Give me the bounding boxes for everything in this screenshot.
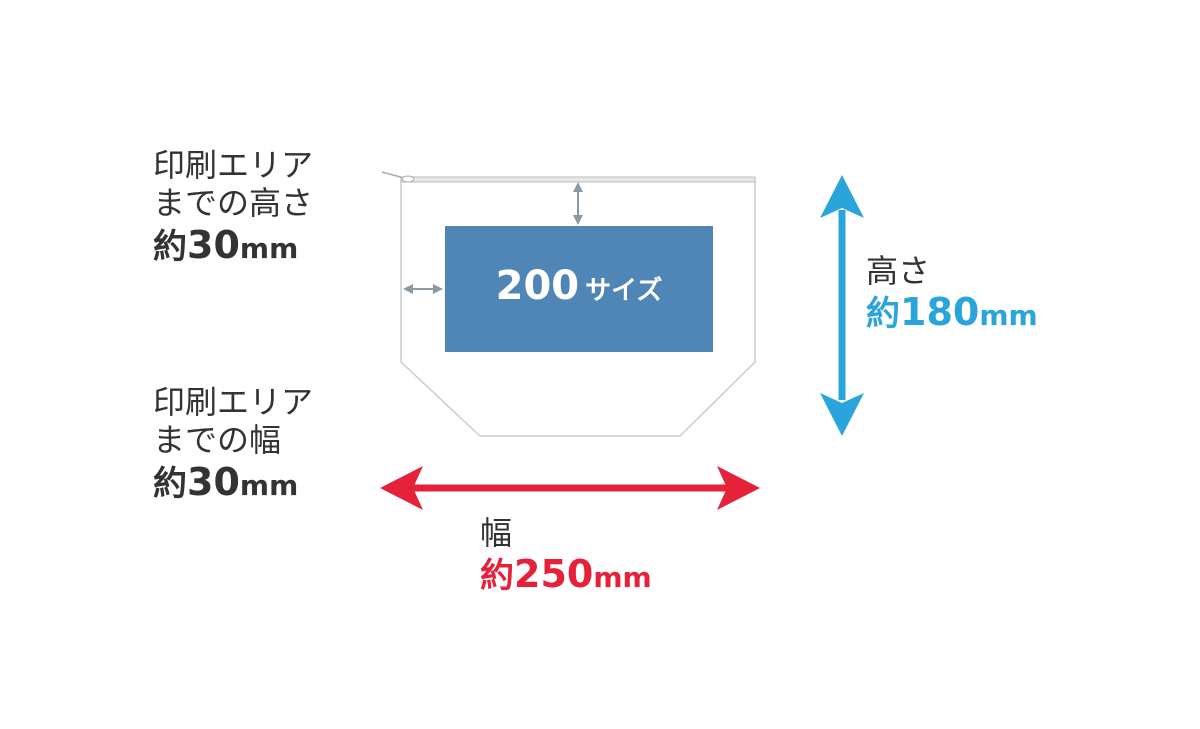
width-arrow: [380, 466, 760, 510]
side-margin-number: 30: [187, 459, 240, 504]
side-margin-value: 約30mm: [153, 460, 313, 506]
side-margin-prefix: 約: [153, 463, 187, 504]
height-title: 高さ: [866, 252, 931, 290]
top-margin-unit: mm: [239, 231, 299, 265]
side-margin-arrow: [403, 284, 443, 294]
print-area-size-suffix: サイズ: [585, 276, 663, 306]
height-number: 180: [900, 290, 980, 335]
width-unit: mm: [593, 561, 652, 595]
width-title: 幅: [480, 514, 513, 552]
side-margin-line2: までの幅: [153, 421, 282, 460]
top-margin-arrow: [573, 182, 583, 225]
height-prefix: 約: [866, 294, 900, 335]
width-number: 250: [514, 552, 594, 597]
height-arrow: [820, 175, 864, 436]
top-margin-prefix: 約: [153, 226, 187, 267]
zipper-pull-icon: [381, 171, 415, 183]
height-label: 高さ 約180mm: [866, 252, 1038, 336]
height-value: 約180mm: [866, 290, 1038, 336]
height-unit: mm: [979, 299, 1038, 333]
side-margin-line1: 印刷エリア: [153, 383, 314, 421]
width-value: 約250mm: [480, 552, 652, 598]
width-label: 幅 約250mm: [480, 514, 652, 598]
side-margin-label: 印刷エリア までの幅 約30mm: [153, 383, 313, 505]
zipper-band: [400, 176, 756, 183]
print-area: [445, 226, 713, 352]
top-margin-number: 30: [187, 222, 240, 267]
top-margin-line1: 印刷エリア: [153, 146, 314, 184]
print-area-size-number: 200: [495, 263, 580, 309]
side-margin-unit: mm: [239, 468, 299, 502]
top-margin-line2: までの高さ: [153, 184, 314, 223]
top-margin-label: 印刷エリア までの高さ 約30mm: [153, 146, 313, 268]
width-prefix: 約: [480, 556, 514, 597]
top-margin-value: 約30mm: [153, 223, 313, 269]
